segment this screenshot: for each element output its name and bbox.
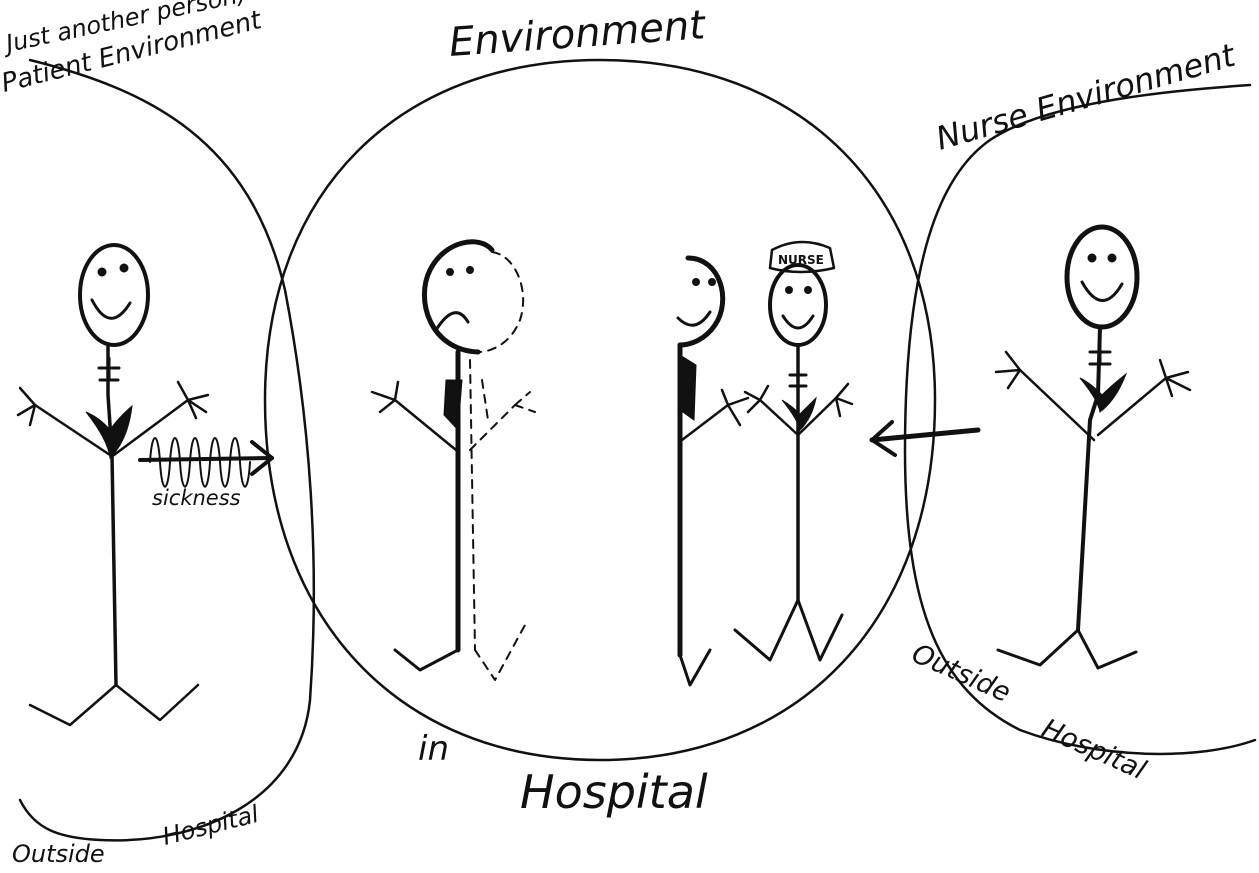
right-hospital-label: Hospital [1037, 713, 1151, 786]
nurse-figure-in-hospital: NURSE [733, 240, 854, 662]
sickness-label: sickness [152, 486, 241, 510]
sickness-arrow [138, 437, 274, 488]
environment-title: Environment [447, 2, 707, 66]
nurse-figure-outside [994, 224, 1192, 670]
patient-figure-outside [16, 243, 210, 727]
left-hospital-label: Hospital [160, 800, 262, 851]
sick-patient-figure [370, 239, 536, 681]
in-label: in [418, 729, 449, 769]
nurse-entry-arrow [869, 420, 981, 457]
patient-figure-in-hospital [676, 255, 750, 687]
patient-environment-circle [18, 58, 316, 842]
left-outside-label: Outside [12, 840, 105, 868]
nurse-environment-label: Nurse Environment [932, 36, 1241, 158]
right-outside-label: Outside [907, 638, 1015, 709]
hospital-environment-circle [263, 58, 937, 762]
hospital-label: Hospital [520, 765, 708, 819]
nurse-environment-circle [903, 83, 1257, 756]
nurse-cap-label: NURSE [778, 253, 824, 267]
